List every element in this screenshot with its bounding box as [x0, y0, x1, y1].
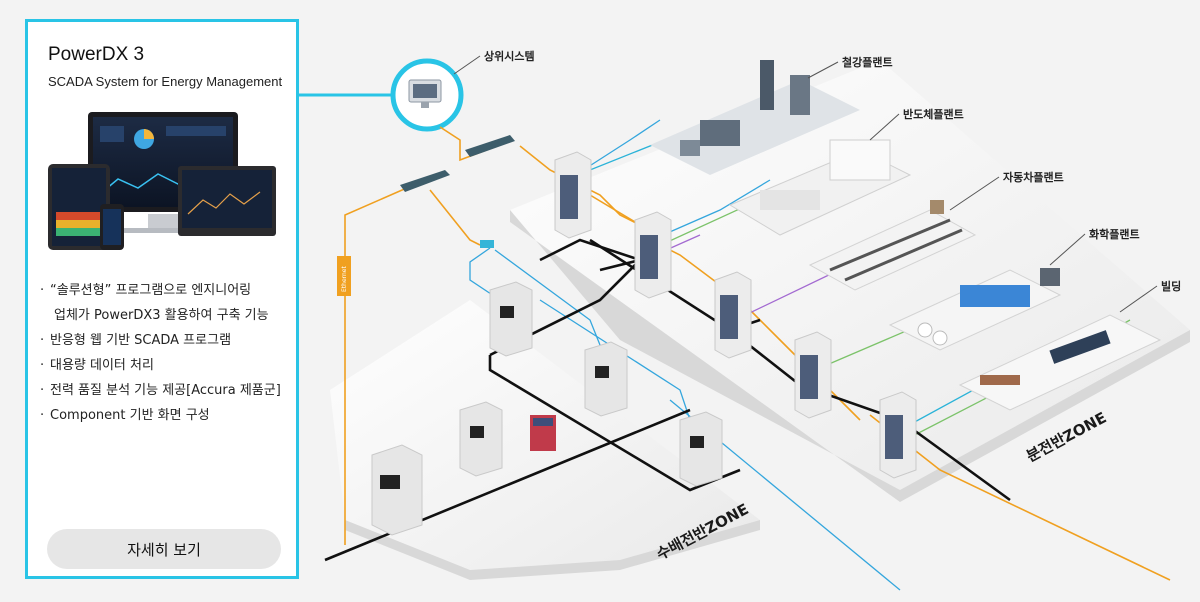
plant-label-chemical: 화학플랜트 — [1089, 227, 1140, 241]
network-switch — [400, 135, 515, 248]
switchgear-floor-edge — [345, 520, 760, 580]
automotive-plant — [808, 200, 977, 291]
feature-item: 전력 품질 분석 기능 제공[Accura 제품군] — [40, 378, 295, 403]
feature-list: “솔루션형” 프로그램으로 엔지니어링 업체가 PowerDX3 활용하여 구축… — [40, 278, 295, 428]
distribution-panels — [554, 151, 917, 479]
feature-item: 업체가 PowerDX3 활용하여 구축 기능 — [54, 308, 269, 323]
product-title: PowerDX 3 — [48, 44, 145, 65]
plant-floor-edge — [510, 210, 1190, 502]
building-plant — [958, 314, 1162, 411]
steel-plant — [650, 60, 860, 175]
chemical-plant — [888, 268, 1062, 351]
semiconductor-plant — [728, 139, 912, 236]
product-devices-image — [48, 112, 276, 250]
ethernet-tag: Ethernet — [337, 256, 351, 296]
plant-labels: 철강플랜트 반도체플랜트 자동차플랜트 화학플랜트 빌딩 — [807, 55, 1181, 313]
feature-item: Component 기반 화면 구성 — [40, 403, 295, 428]
feature-item: “솔루션형” 프로그램으로 엔지니어링 — [40, 278, 295, 303]
product-subtitle: SCADA System for Energy Management — [48, 74, 283, 89]
feature-item: 반응형 웹 기반 SCADA 프로그램 — [40, 328, 295, 353]
product-card: PowerDX 3 SCADA System for Energy Manage… — [25, 19, 299, 579]
plant-label-steel: 철강플랜트 — [842, 55, 893, 69]
plant-label-building: 빌딩 — [1161, 279, 1181, 293]
switchgear-panels — [371, 281, 723, 536]
svg-text:Ethernet: Ethernet — [341, 266, 348, 292]
plant-label-automotive: 자동차플랜트 — [1003, 170, 1064, 184]
plant-label-semiconductor: 반도체플랜트 — [903, 107, 964, 121]
view-details-button[interactable]: 자세히 보기 — [47, 529, 281, 569]
feature-item: 대용량 데이터 처리 — [40, 353, 295, 378]
top-system-label: 상위시스템 — [484, 49, 535, 63]
